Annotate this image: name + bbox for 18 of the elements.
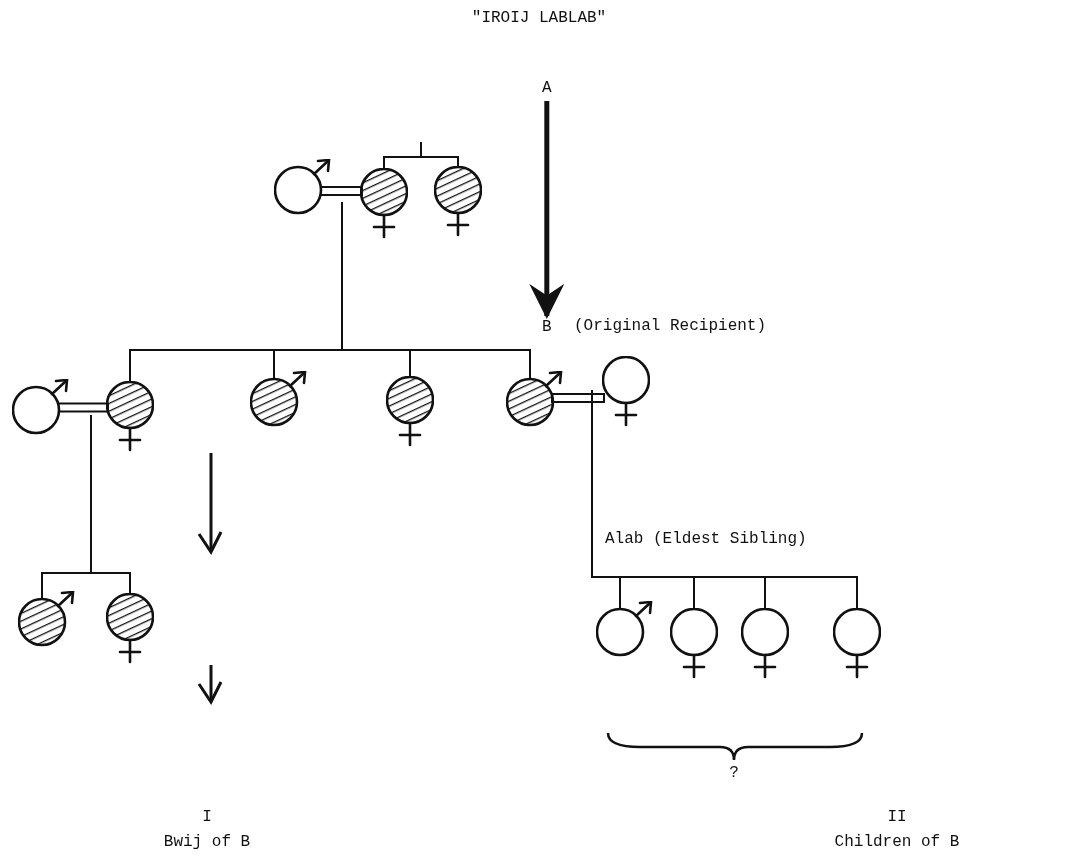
diagram-title: "IROIJ LABLAB" bbox=[470, 10, 608, 28]
node-caption: (Original Recipient) bbox=[574, 318, 767, 336]
descent-line bbox=[90, 414, 131, 595]
generation-label: Alab (Eldest Sibling) bbox=[605, 531, 807, 549]
column-caption: Bwij of B bbox=[163, 834, 251, 852]
node-letter: A bbox=[542, 79, 552, 97]
column-number: II bbox=[887, 809, 907, 827]
node-letter: B bbox=[542, 318, 552, 336]
column-number: I bbox=[202, 809, 212, 827]
question-mark: ? bbox=[729, 765, 739, 783]
marriage-line bbox=[551, 393, 605, 403]
descent-line bbox=[341, 201, 531, 380]
marriage-line bbox=[319, 186, 363, 196]
marriage-line bbox=[57, 402, 109, 413]
column-caption: Children of B bbox=[834, 834, 960, 852]
arrow bbox=[529, 101, 565, 319]
descent-line bbox=[420, 141, 459, 168]
descent-line bbox=[591, 389, 858, 610]
